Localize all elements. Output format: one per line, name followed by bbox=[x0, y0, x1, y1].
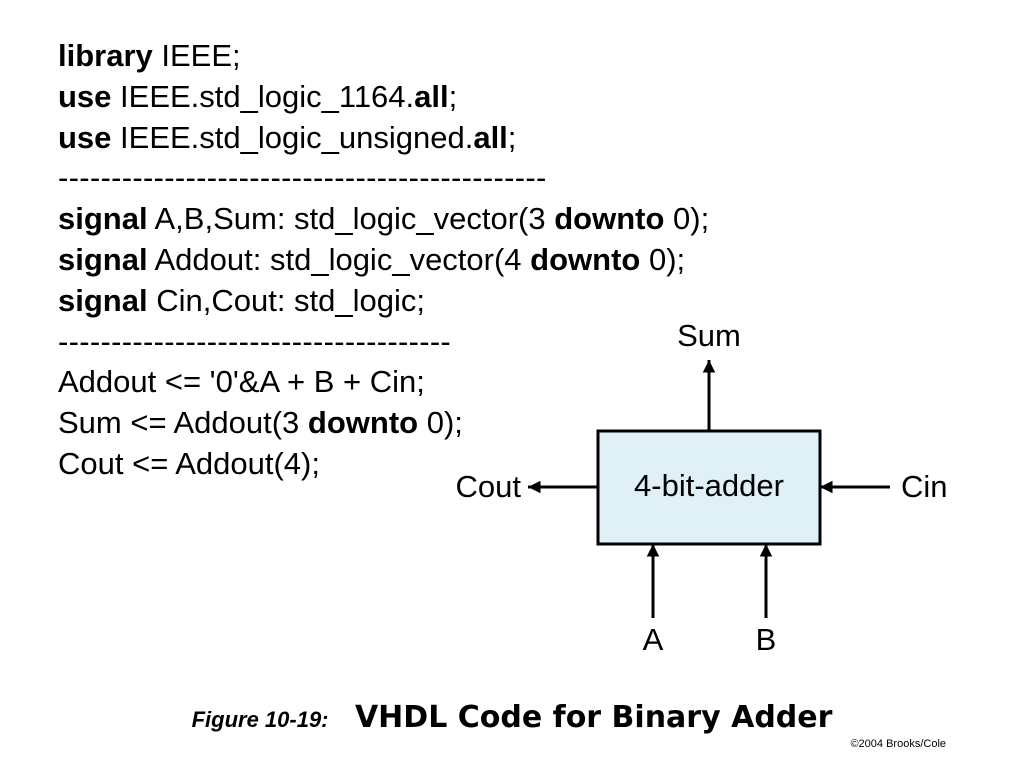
code-separator-2: ------------------------------------- bbox=[58, 322, 709, 363]
code-text: A,B,Sum: std_logic_vector(3 bbox=[147, 201, 555, 237]
code-text: IEEE.std_logic_1164. bbox=[111, 78, 415, 114]
copyright-notice: ©2004 Brooks/Cole bbox=[850, 738, 946, 750]
code-text: ; bbox=[507, 119, 517, 155]
code-line-sum-assign: Sum <= Addout(3 downto 0); bbox=[58, 403, 709, 444]
vhdl-keyword: use bbox=[58, 119, 112, 155]
vhdl-code-listing: library IEEE;use IEEE.std_logic_1164.all… bbox=[58, 36, 709, 485]
b-label: B bbox=[756, 622, 777, 657]
code-text: Addout <= '0'&A + B + Cin; bbox=[58, 364, 425, 400]
code-text: 0); bbox=[418, 405, 463, 441]
vhdl-keyword: downto bbox=[530, 241, 641, 277]
code-line-library: library IEEE; bbox=[58, 36, 709, 77]
code-line-addout-assign: Addout <= '0'&A + B + Cin; bbox=[58, 362, 709, 403]
vhdl-keyword: all bbox=[414, 78, 449, 114]
code-text: ; bbox=[448, 78, 458, 114]
cin-label: Cin bbox=[901, 469, 948, 504]
code-line-signal-cin-cout: signal Cin,Cout: std_logic; bbox=[58, 281, 709, 322]
code-text: Addout: std_logic_vector(4 bbox=[147, 241, 531, 277]
code-line-use-1164: use IEEE.std_logic_1164.all; bbox=[58, 77, 709, 118]
code-line-signal-abs: signal A,B,Sum: std_logic_vector(3 downt… bbox=[58, 199, 709, 240]
a-label: A bbox=[643, 622, 664, 657]
code-text: Cin,Cout: std_logic; bbox=[147, 282, 426, 318]
code-line-use-unsigned: use IEEE.std_logic_unsigned.all; bbox=[58, 118, 709, 159]
vhdl-keyword: signal bbox=[58, 201, 148, 237]
separator-dashes: ------------------------------------- bbox=[58, 323, 452, 359]
vhdl-keyword: downto bbox=[554, 201, 665, 237]
separator-dashes: ----------------------------------------… bbox=[58, 160, 547, 196]
cout-label: Cout bbox=[456, 469, 522, 504]
figure-caption: Figure 10-19: VHDL Code for Binary Adder bbox=[0, 700, 1024, 735]
vhdl-keyword: signal bbox=[58, 282, 148, 318]
code-line-signal-addout: signal Addout: std_logic_vector(4 downto… bbox=[58, 240, 709, 281]
adder-block-label: 4-bit-adder bbox=[634, 468, 784, 503]
vhdl-keyword: downto bbox=[307, 405, 419, 441]
vhdl-keyword: library bbox=[58, 38, 153, 73]
code-text: IEEE.std_logic_unsigned. bbox=[111, 119, 474, 155]
vhdl-keyword: use bbox=[58, 78, 112, 114]
sum-label: Sum bbox=[677, 318, 741, 353]
code-line-cout-assign: Cout <= Addout(4); bbox=[58, 444, 709, 485]
code-text: 0); bbox=[664, 201, 710, 237]
figure-number: Figure 10-19: bbox=[191, 707, 329, 732]
code-text: Cout <= Addout(4); bbox=[58, 445, 320, 481]
vhdl-keyword: signal bbox=[58, 241, 148, 277]
figure-title: VHDL Code for Binary Adder bbox=[354, 700, 833, 735]
code-text: IEEE; bbox=[152, 38, 241, 73]
code-separator-1: ----------------------------------------… bbox=[58, 158, 709, 199]
adder-block bbox=[596, 429, 822, 546]
code-text: Sum <= Addout(3 bbox=[58, 405, 308, 441]
code-text: 0); bbox=[640, 241, 686, 277]
vhdl-keyword: all bbox=[473, 119, 508, 155]
